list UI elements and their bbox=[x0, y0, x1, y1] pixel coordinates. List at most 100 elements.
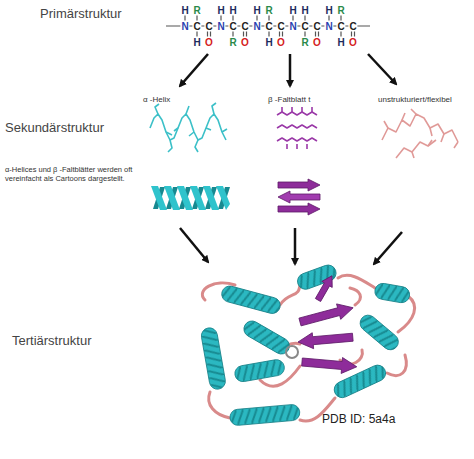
atom-symbol: H bbox=[336, 37, 345, 48]
coil-sticks-part bbox=[382, 114, 458, 142]
sheet-sticks-part bbox=[277, 125, 317, 128]
atom-symbol: R bbox=[300, 37, 309, 48]
atom-symbol: O bbox=[204, 37, 214, 48]
tertiary-helices-part-part bbox=[241, 318, 292, 357]
atom-symbol: C bbox=[192, 21, 201, 32]
tertiary-strands-part bbox=[298, 300, 355, 330]
structure-label: β -Faltblatt t bbox=[268, 95, 310, 104]
note-text: α-Helices und β -Faltblätter werden oft … bbox=[5, 165, 140, 184]
atom-symbol: H bbox=[324, 5, 333, 16]
level-label: Tertiärstruktur bbox=[12, 333, 91, 348]
atom-symbol: N bbox=[180, 21, 189, 32]
sheet-cartoon-part bbox=[278, 179, 320, 191]
helix-cartoon-part bbox=[177, 186, 193, 210]
sheet-sticks bbox=[277, 107, 317, 149]
tertiary-strands-part-part bbox=[298, 300, 355, 330]
structure-label: unstrukturiert/flexibel bbox=[378, 95, 452, 104]
tertiary-helices bbox=[200, 263, 411, 426]
flow-arrows-part bbox=[368, 54, 396, 84]
tertiary-helices-part-part bbox=[229, 404, 300, 426]
atom-symbol: N bbox=[324, 21, 333, 32]
tertiary-helices-part bbox=[234, 358, 286, 382]
helix-cartoon-part bbox=[190, 186, 206, 210]
tertiary-loops-part bbox=[209, 392, 230, 418]
tertiary-loops-part bbox=[280, 282, 300, 305]
atom-symbol: H bbox=[228, 5, 237, 16]
flow-arrows bbox=[180, 54, 402, 264]
atom-symbol: H bbox=[300, 5, 309, 16]
ligand-ring bbox=[286, 346, 298, 358]
sheet-cartoon-part bbox=[278, 191, 320, 203]
tertiary-loops-part bbox=[350, 288, 360, 305]
level-label: Primärstruktur bbox=[40, 6, 122, 21]
atom-symbol: C bbox=[336, 21, 345, 32]
atom-symbol: O bbox=[276, 37, 286, 48]
flow-arrows-part bbox=[374, 232, 402, 264]
tertiary-strands bbox=[297, 273, 357, 375]
tertiary-loops-part bbox=[338, 275, 375, 288]
tertiary-helices-part bbox=[229, 404, 300, 426]
tertiary-strands-part-part bbox=[297, 329, 353, 350]
helix-cartoon-part bbox=[203, 186, 219, 210]
sheet-sticks-part bbox=[277, 112, 317, 115]
tertiary-strands-part bbox=[313, 273, 337, 303]
helix-cartoon-part bbox=[164, 186, 180, 210]
helix-cartoon-part bbox=[216, 186, 230, 210]
tertiary-helices-part bbox=[241, 318, 292, 357]
tertiary-helices-part bbox=[200, 327, 227, 391]
tertiary-helices-part bbox=[374, 282, 411, 304]
helix-sticks-part bbox=[150, 114, 226, 140]
tertiary-helices-part-part bbox=[374, 282, 411, 304]
atom-symbol: C bbox=[348, 21, 357, 32]
sheet-sticks-part bbox=[277, 138, 317, 141]
flow-arrows-part bbox=[294, 228, 297, 264]
atom-symbol: H bbox=[192, 37, 201, 48]
atom-symbol: R bbox=[336, 5, 345, 16]
tertiary-strands-part bbox=[301, 354, 357, 375]
atom-symbol: O bbox=[312, 37, 322, 48]
helix-cartoon-part bbox=[151, 186, 167, 210]
tertiary-loops bbox=[202, 275, 414, 421]
sheet-cartoon bbox=[278, 179, 320, 215]
tertiary-helices-part-part bbox=[234, 358, 286, 382]
atom-symbol: C bbox=[276, 21, 285, 32]
atom-symbol: H bbox=[252, 5, 261, 16]
tertiary-helices-part-part bbox=[200, 327, 227, 391]
tertiary-helices-part bbox=[220, 284, 282, 315]
level-label: Sekundärstruktur bbox=[5, 120, 104, 135]
atom-symbol: C bbox=[312, 21, 321, 32]
atom-symbol: O bbox=[240, 37, 250, 48]
tertiary-helices-part-part bbox=[220, 284, 282, 315]
atom-symbol: R bbox=[228, 37, 237, 48]
flow-arrows-part bbox=[180, 228, 208, 262]
atom-symbol: C bbox=[300, 21, 309, 32]
tertiary-strands-part-part bbox=[301, 354, 357, 375]
sheet-cartoon-part bbox=[278, 203, 320, 215]
flow-arrows-part bbox=[289, 54, 292, 86]
atom-symbol: N bbox=[288, 21, 297, 32]
atom-symbol: H bbox=[264, 37, 273, 48]
atom-symbol: C bbox=[204, 21, 213, 32]
helix-cartoon bbox=[151, 186, 230, 210]
atom-symbol: H bbox=[216, 5, 225, 16]
atom-symbol: O bbox=[348, 37, 358, 48]
pdb-id: PDB ID: 5a4a bbox=[322, 412, 395, 426]
sheet-sticks-part bbox=[282, 107, 312, 149]
tertiary-helices-part bbox=[357, 312, 402, 353]
coil-sticks-part bbox=[384, 109, 458, 158]
atom-symbol: C bbox=[264, 21, 273, 32]
tertiary-helices-part-part bbox=[357, 312, 402, 353]
atom-symbol: C bbox=[228, 21, 237, 32]
flow-arrows-part bbox=[180, 54, 208, 86]
tertiary-strands-part bbox=[297, 329, 353, 350]
tertiary-loops-part bbox=[387, 355, 406, 376]
atom-symbol: R bbox=[264, 5, 273, 16]
coil-sticks bbox=[382, 109, 458, 158]
atom-symbol: N bbox=[216, 21, 225, 32]
helix-sticks-part bbox=[155, 103, 227, 152]
helix-sticks bbox=[150, 103, 227, 152]
atom-symbol: C bbox=[240, 21, 249, 32]
